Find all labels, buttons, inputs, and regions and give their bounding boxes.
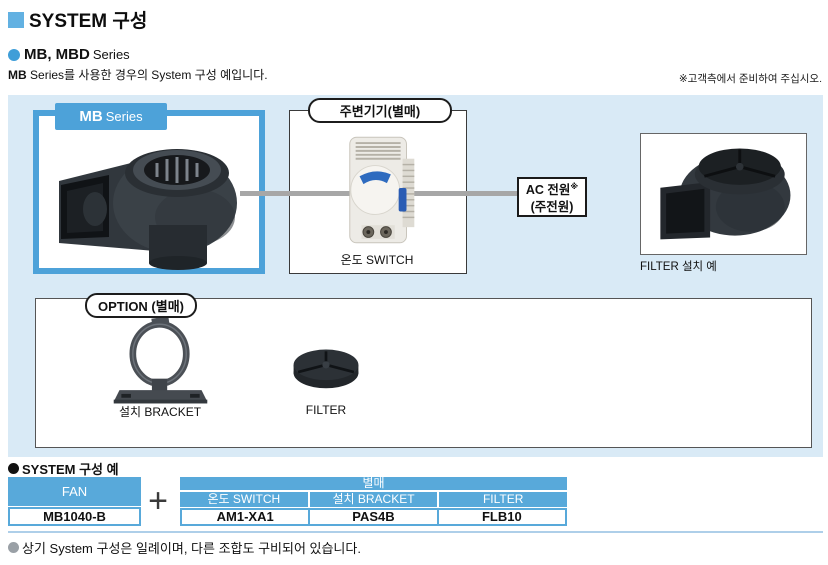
page-title-row: SYSTEM 구성 (8, 6, 147, 33)
thermostat-image (349, 136, 415, 244)
optional-val-thermo: AM1-XA1 (180, 508, 311, 526)
optional-val-bracket: PAS4B (310, 508, 439, 526)
optional-values: AM1-XA1 PAS4B FLB10 (180, 508, 567, 526)
series-suffix: Series (92, 47, 130, 62)
series-name: MB, MBD (24, 46, 90, 63)
peripheral-label: 주변기기(별매) (308, 98, 452, 123)
optional-col-thermo: 온도 SWITCH (180, 492, 308, 507)
optional-val-filter: FLB10 (438, 508, 567, 526)
system-diagram-panel: MB Series 주 (8, 95, 823, 457)
mb-series-tab: MB Series (55, 103, 167, 130)
ac-power-ref-mark: ※ (570, 182, 579, 192)
description-bold: MB (8, 68, 27, 82)
filter-example-label: FILTER 설치 예 (640, 261, 717, 273)
description-rest: Series를 사용한 경우의 System 구성 예입니다. (30, 68, 268, 82)
series-description: MB Series를 사용한 경우의 System 구성 예입니다. (8, 66, 268, 83)
blower-fan-image (59, 149, 237, 270)
optional-col-bracket: 설치 BRACKET (309, 492, 438, 507)
footer-note-text: 상기 System 구성은 일례이며, 다른 조합도 구비되어 있습니다. (22, 541, 361, 556)
ac-power-line1: AC 전원※ (525, 182, 579, 198)
system-example-heading: SYSTEM 구성 예 (8, 459, 119, 478)
series-heading: MB, MBD Series (8, 46, 130, 63)
bracket-image (113, 316, 208, 404)
bullet-icon (8, 463, 19, 474)
optional-table-header: 별매 (180, 477, 567, 490)
fan-table-header: FAN (8, 477, 141, 506)
divider-rule (8, 531, 823, 533)
filter-fan-image (660, 148, 791, 240)
option-label: OPTION (별매) (85, 293, 197, 318)
customer-prepare-note: ※고객측에서 준비하여 주십시오. (678, 73, 822, 85)
filter-image (293, 349, 359, 389)
optional-table: 별매 온도 SWITCH 설치 BRACKET FILTER AM1-XA1 P… (180, 477, 568, 526)
optional-column-headers: 온도 SWITCH 설치 BRACKET FILTER (180, 492, 568, 507)
ac-power-line2: (주전원) (530, 199, 574, 214)
series-bullet-icon (8, 48, 20, 61)
page-title: SYSTEM 구성 (29, 11, 148, 32)
plus-sign: + (148, 482, 168, 520)
bullet-icon (8, 542, 19, 553)
system-example-heading-text: SYSTEM 구성 예 (22, 462, 119, 477)
fan-table: FAN MB1040-B (8, 477, 141, 526)
filter-label: FILTER (305, 403, 347, 417)
thermo-switch-label: 온도 SWITCH (340, 253, 414, 267)
mb-tab-bold: MB (79, 108, 103, 125)
footer-note: 상기 System 구성은 일례이며, 다른 조합도 구비되어 있습니다. (8, 538, 361, 557)
optional-col-filter: FILTER (439, 492, 568, 507)
mb-tab-rest: Series (105, 109, 143, 124)
fan-model-value: MB1040-B (8, 507, 141, 526)
title-square-icon (8, 11, 24, 28)
bracket-label: 설치 BRACKET (118, 405, 202, 419)
ac-power-box: AC 전원※ (주전원) (517, 177, 587, 217)
